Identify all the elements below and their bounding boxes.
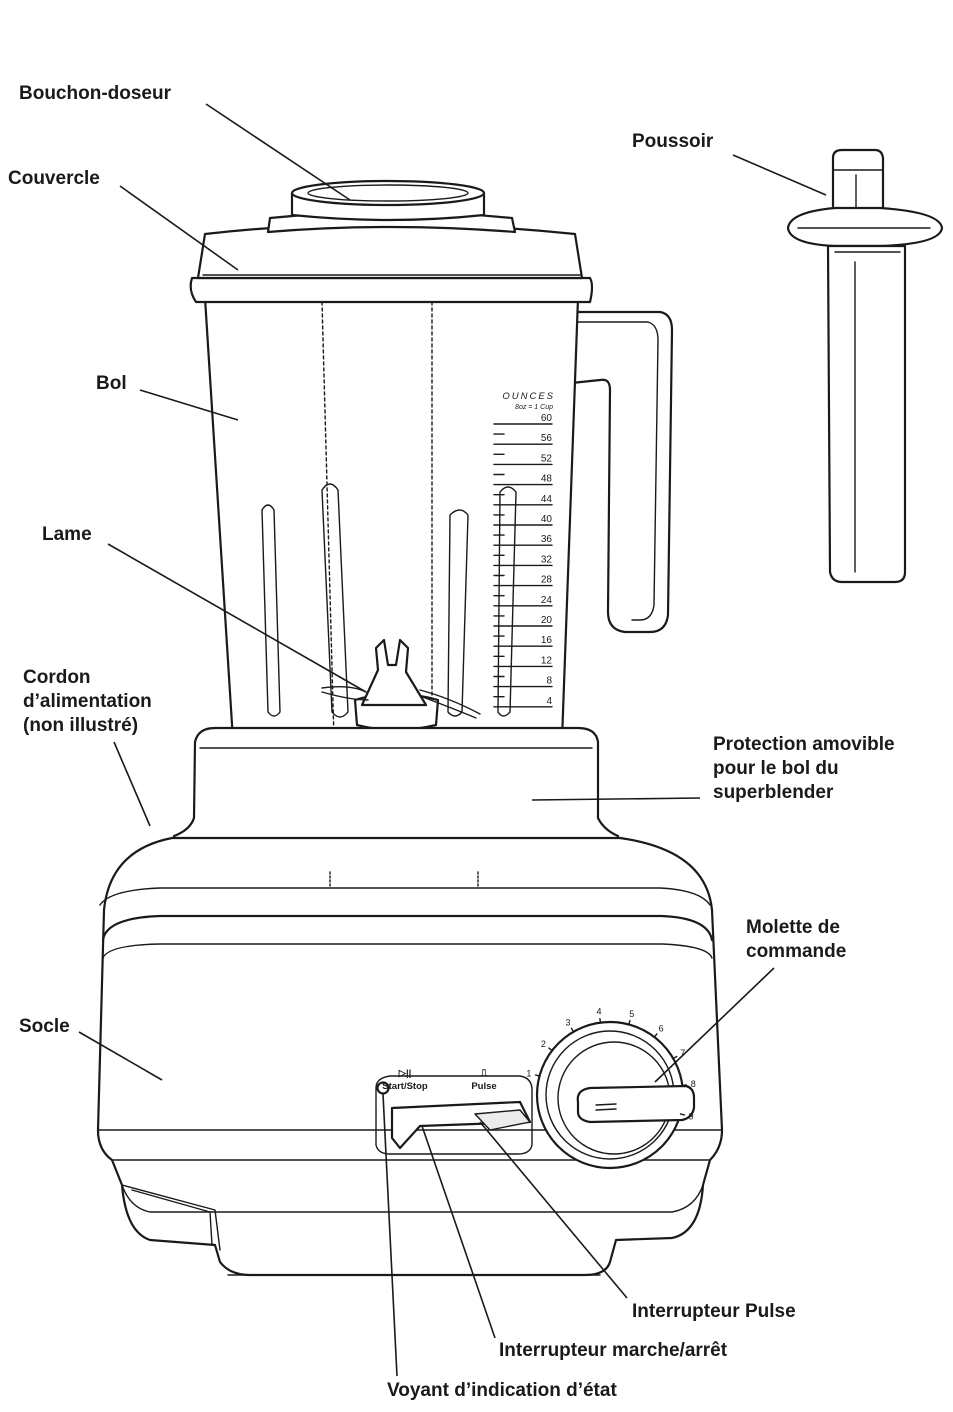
leader-lines <box>78 103 827 1377</box>
label-molette-2: commande <box>746 941 846 962</box>
dial-number: 8 <box>691 1079 696 1089</box>
scale-label: 12 <box>541 655 553 666</box>
scale-header: OUNCES <box>502 391 555 402</box>
label-bol: Bol <box>96 373 127 394</box>
measuring-cap <box>290 179 486 222</box>
scale-label: 28 <box>541 575 553 586</box>
dial-number: 1 <box>526 1068 531 1078</box>
dial-number: 7 <box>680 1048 685 1058</box>
dial-tick <box>534 1074 541 1077</box>
ounce-scale: OUNCES 8oz = 1 Cup 605652484440363228242… <box>493 391 555 708</box>
dial-number: 6 <box>659 1023 664 1033</box>
scale-label: 36 <box>541 534 553 545</box>
scale-label: 24 <box>541 595 553 606</box>
callout-labels: Bouchon-doseur Couvercle Bol Lame Cordon… <box>8 83 895 1401</box>
dial-tick <box>599 1018 602 1024</box>
scale-label: 40 <box>541 514 553 525</box>
scale-label: 56 <box>541 433 553 444</box>
pulse-label: Pulse <box>471 1081 496 1092</box>
scale-label: 52 <box>541 453 553 464</box>
label-protection-3: superblender <box>713 782 834 803</box>
control-dial[interactable]: 1 2 3 4 5 6 7 8 9 <box>526 1007 696 1170</box>
dial-tick <box>681 1084 687 1087</box>
label-bouchon-doseur: Bouchon-doseur <box>19 83 172 104</box>
scale-label: 44 <box>541 494 553 505</box>
dial-tick <box>570 1027 575 1033</box>
label-protection-2: pour le bol du <box>713 758 839 779</box>
label-voyant: Voyant d’indication d’état <box>387 1380 617 1401</box>
control-panel: ▷|| Start/Stop ⎍ Pulse <box>375 1068 542 1155</box>
label-socle: Socle <box>19 1016 70 1037</box>
pulse-icon: ⎍ <box>481 1068 488 1079</box>
label-interrupteur-marche-arret: Interrupteur marche/arrêt <box>499 1340 728 1361</box>
dial-tick <box>679 1113 686 1116</box>
blade <box>321 638 481 732</box>
status-light <box>376 1081 390 1095</box>
dial-number: 3 <box>565 1017 570 1027</box>
scale-label: 32 <box>541 554 553 565</box>
dial-tick <box>653 1033 658 1038</box>
scale-label: 8 <box>546 676 552 687</box>
label-interrupteur-pulse: Interrupteur Pulse <box>632 1301 796 1322</box>
pulse-switch[interactable] <box>474 1109 531 1131</box>
dial-tick <box>672 1055 678 1060</box>
dial-numbers: 1 2 3 4 5 6 7 8 9 <box>526 1007 695 1122</box>
scale-label: 48 <box>541 474 553 485</box>
dial-number: 9 <box>689 1112 694 1122</box>
dial-tick <box>628 1019 631 1026</box>
start-stop-icon: ▷|| <box>398 1068 412 1079</box>
scale-label: 16 <box>541 635 553 646</box>
lid <box>189 210 594 304</box>
label-molette-1: Molette de <box>746 917 840 938</box>
dial-number: 2 <box>541 1039 546 1049</box>
scale-marks: 60 56 52 48 44 40 36 32 28 24 20 16 12 8 4 <box>493 413 553 708</box>
label-couvercle: Couvercle <box>8 168 100 189</box>
scale-label: 60 <box>541 413 553 424</box>
label-poussoir: Poussoir <box>632 131 714 152</box>
scale-sub: 8oz = 1 Cup <box>515 404 553 411</box>
dial-number: 5 <box>629 1009 634 1019</box>
label-cordon-2: d’alimentation <box>23 691 152 712</box>
dial-knob[interactable] <box>576 1084 696 1124</box>
tamper <box>786 148 944 584</box>
label-lame: Lame <box>42 524 92 545</box>
dial-number: 4 <box>596 1007 601 1017</box>
scale-label: 20 <box>541 615 553 626</box>
dial-tick <box>548 1047 553 1052</box>
scale-label: 4 <box>546 696 552 707</box>
label-cordon-3: (non illustré) <box>23 715 138 736</box>
start-stop-label: Start/Stop <box>382 1081 428 1092</box>
label-protection-1: Protection amovible <box>713 734 895 755</box>
label-cordon-1: Cordon <box>23 667 91 688</box>
